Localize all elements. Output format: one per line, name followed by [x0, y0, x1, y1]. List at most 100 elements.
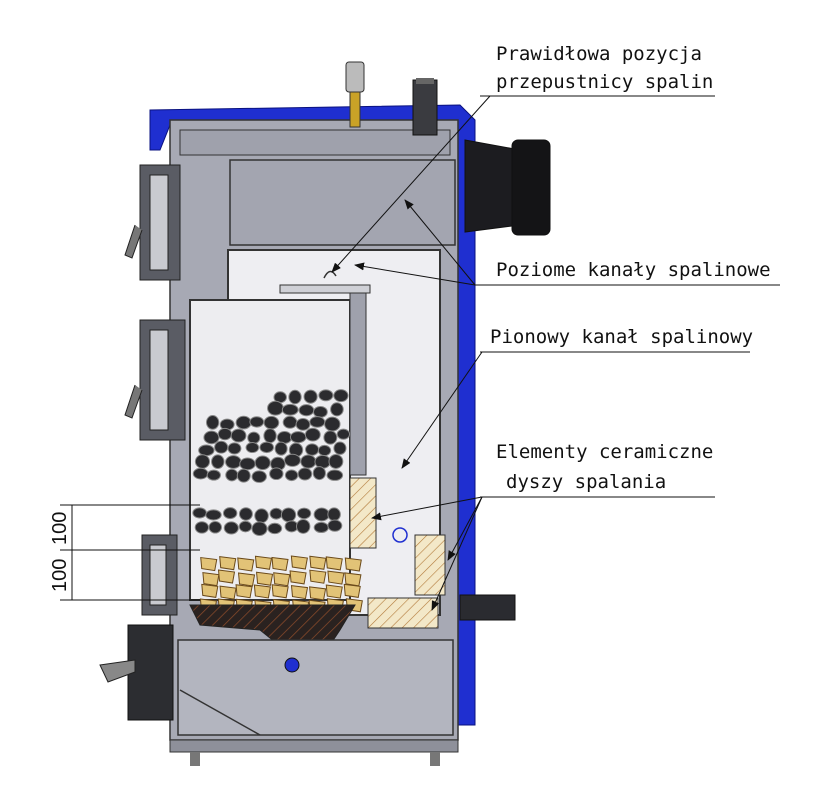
- coal-lump: [230, 428, 247, 443]
- coal-lump: [263, 415, 280, 430]
- wood-log: [202, 572, 220, 587]
- foot-right: [430, 752, 440, 766]
- coal-pile: [192, 389, 351, 537]
- label-vertical-channel: Pionowy kanał spalinowy: [490, 326, 753, 348]
- coal-lump: [251, 521, 268, 537]
- wood-log: [219, 556, 237, 571]
- coal-lump: [336, 428, 351, 440]
- ash-door-handle-icon[interactable]: [99, 659, 136, 683]
- coal-lump: [284, 453, 301, 467]
- wood-log: [273, 572, 291, 587]
- coal-lump: [318, 389, 334, 402]
- boiler-base: [169, 739, 459, 753]
- coal-lump: [238, 507, 253, 521]
- coal-lump: [235, 415, 252, 430]
- coal-lump: [327, 519, 343, 532]
- coal-lump: [312, 466, 326, 481]
- top-channel: [179, 129, 451, 156]
- ash-slope: [179, 689, 261, 736]
- damper-hook-icon: [323, 270, 337, 279]
- coal-lump: [269, 467, 284, 481]
- coal-lump: [254, 455, 271, 471]
- upper-flue-channel: [229, 159, 456, 246]
- coal-lump: [297, 467, 313, 481]
- label-ceramic-line2: dyszy spalania: [506, 471, 666, 493]
- coal-lump: [225, 455, 242, 469]
- wood-log: [344, 557, 362, 572]
- coal-lump: [194, 454, 211, 469]
- coal-lump: [280, 507, 297, 523]
- coal-lump: [276, 431, 293, 444]
- wood-log: [255, 571, 274, 586]
- coal-lump: [313, 507, 330, 522]
- wood-log: [271, 556, 289, 572]
- coal-lump: [249, 416, 265, 428]
- middle-door-handle-icon[interactable]: [124, 384, 143, 419]
- coal-lump: [206, 469, 221, 481]
- coal-lump: [211, 454, 225, 469]
- gauge-fitting: [349, 91, 361, 128]
- coal-lump: [333, 441, 347, 455]
- ash-door[interactable]: [127, 624, 174, 721]
- label-damper-line2: przepustnicy spalin: [496, 71, 713, 93]
- ceramic-element-bottom: [367, 597, 439, 629]
- wood-log: [200, 556, 218, 572]
- wood-log: [309, 569, 327, 584]
- dimension-upper: 100: [49, 512, 71, 545]
- coal-lump: [330, 402, 344, 417]
- wood-log: [343, 583, 361, 598]
- wood-log: [327, 570, 345, 585]
- coal-lump: [298, 404, 315, 417]
- wood-log: [217, 569, 236, 584]
- wood-log: [289, 570, 307, 585]
- coal-lump: [304, 427, 321, 442]
- coal-lump: [223, 521, 239, 535]
- coal-lump: [309, 416, 326, 428]
- coal-lump: [314, 454, 331, 469]
- wood-log: [325, 556, 343, 571]
- label-horizontal-channels: Poziome kanały spalinowe: [496, 259, 771, 281]
- wood-log: [235, 584, 253, 599]
- coal-lump: [328, 453, 344, 469]
- wood-log: [253, 584, 271, 599]
- coal-lump: [254, 508, 269, 524]
- wood-log: [344, 572, 362, 587]
- coal-lump: [324, 416, 341, 432]
- coal-lump: [313, 521, 329, 534]
- chimney-pipe: [412, 79, 438, 136]
- coal-lump: [269, 507, 283, 520]
- coal-lump: [274, 441, 288, 456]
- upper-door-handle-icon[interactable]: [124, 224, 143, 259]
- pipe-cap: [416, 78, 434, 84]
- coal-lump: [296, 518, 311, 534]
- coal-lump: [282, 415, 298, 429]
- coal-lump: [326, 469, 344, 481]
- coal-lump: [300, 454, 317, 469]
- coal-lump: [238, 520, 253, 533]
- wood-log: [309, 586, 327, 601]
- ceramic-element-upper: [349, 477, 377, 549]
- coal-lump: [198, 444, 215, 457]
- coal-lump: [251, 470, 267, 483]
- damper-plate: [279, 284, 371, 294]
- coal-lump: [263, 428, 277, 444]
- coal-lump: [259, 441, 275, 454]
- coal-lump: [227, 442, 242, 455]
- wood-log: [237, 557, 255, 572]
- coal-lump: [267, 400, 284, 416]
- dimension-lower: 100: [49, 559, 71, 592]
- wood-log: [290, 555, 308, 570]
- wood-log: [290, 585, 309, 600]
- wood-log: [325, 584, 343, 599]
- doors: [99, 164, 186, 721]
- coal-lump: [239, 457, 256, 471]
- inspection-hole: [392, 527, 408, 543]
- coal-lump: [333, 389, 349, 403]
- coal-lump: [296, 507, 312, 520]
- foot-left: [190, 752, 200, 766]
- coal-lump: [225, 468, 239, 482]
- coal-lump: [194, 521, 210, 534]
- coal-lump: [281, 403, 299, 416]
